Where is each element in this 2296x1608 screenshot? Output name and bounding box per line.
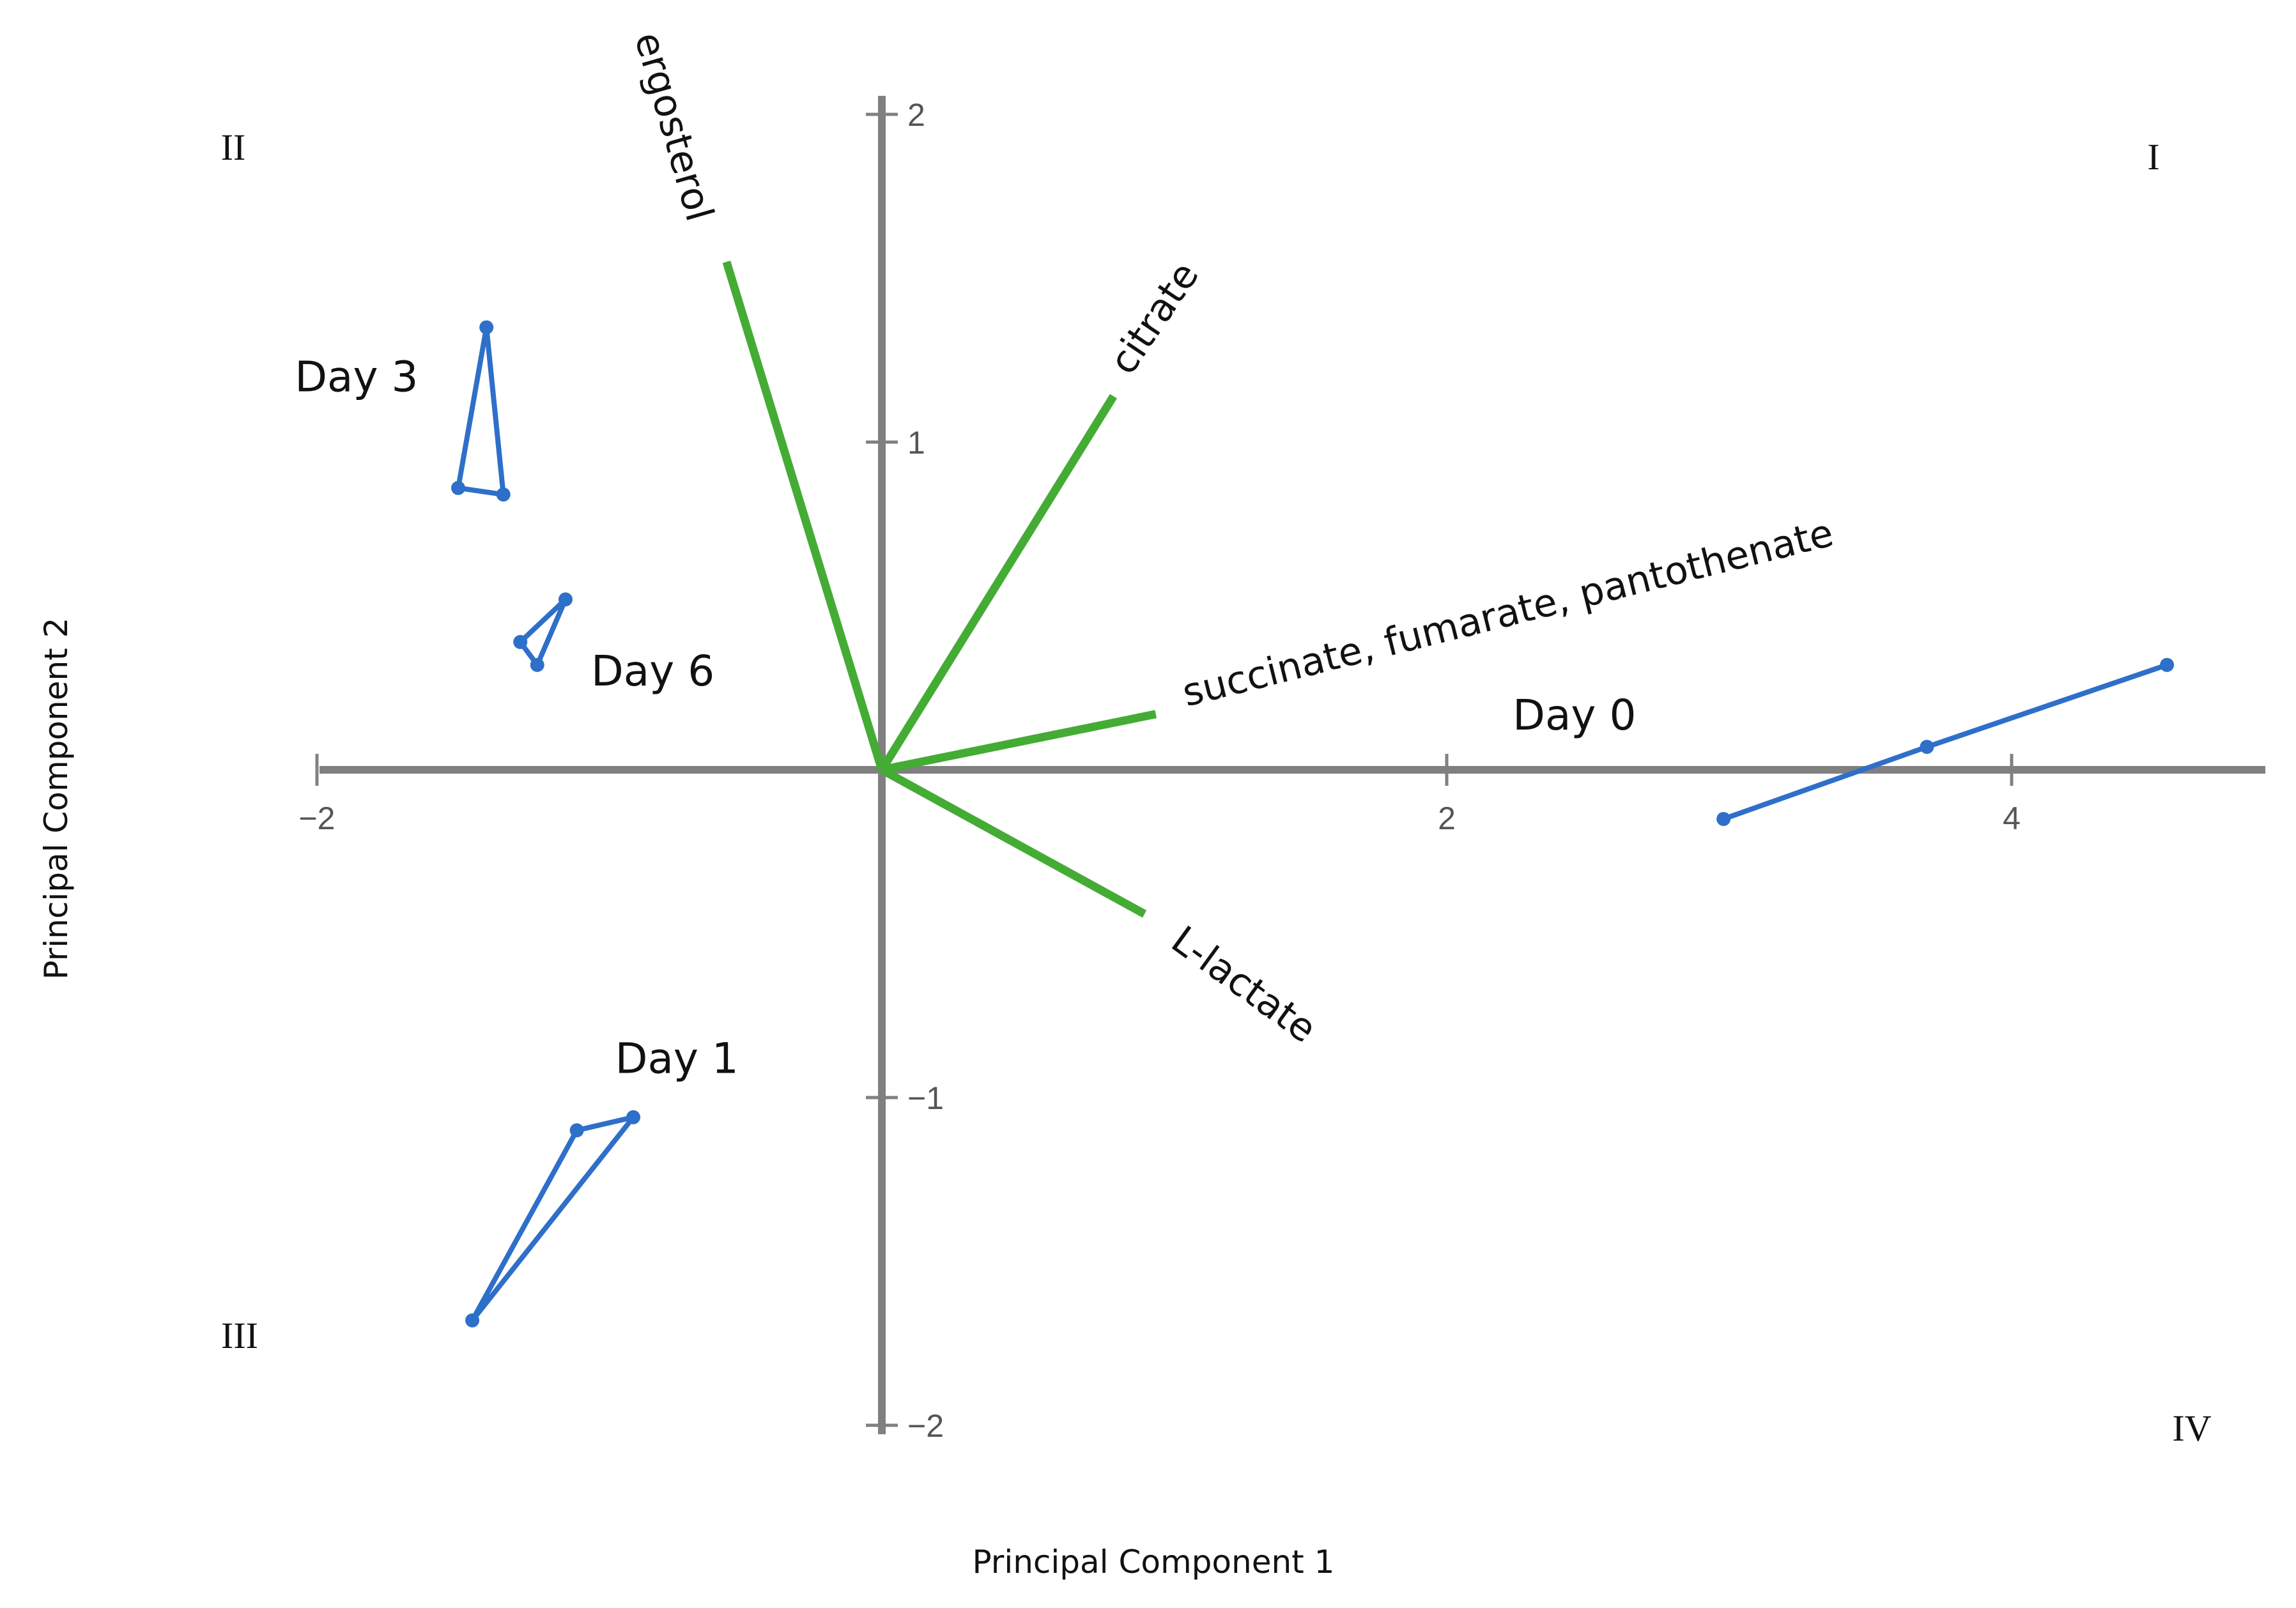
y-tick-label: −2 [907,1408,944,1444]
loading-label-l-lactate: L-lactate [1163,917,1324,1052]
quadrant-label-ii: II [221,126,246,168]
quadrant-label-iv: IV [2172,1407,2211,1449]
loading-vector-succinate-fumarate-pantothenate [881,710,1157,774]
data-point-day-1 [626,1110,641,1124]
y-tick-label: 2 [907,97,925,133]
loading-label-ergosterol: ergosterol [626,27,722,226]
group-label-day-6: Day 6 [591,647,714,696]
group-outline-day-0 [1722,662,2168,822]
y-tick-label: −1 [907,1080,944,1116]
quadrant-label-i: I [2147,136,2159,178]
x-axis-title: Principal Component 1 [973,1543,1335,1581]
loading-vector-ergosterol [722,260,886,771]
data-point-day-6 [530,657,544,672]
data-point-day-6 [558,592,573,607]
y-axis-title: Principal Component 2 [38,618,75,980]
x-tick-label: 4 [2003,800,2021,836]
data-point-day-3 [479,320,494,335]
data-point-day-1 [465,1313,480,1328]
x-tick-label: 2 [1438,800,1456,836]
data-point-day-0 [1716,811,1731,826]
group-label-day-0: Day 0 [1513,691,1636,740]
data-point-day-0 [2160,657,2175,672]
data-point-day-1 [569,1123,584,1138]
data-point-day-3 [451,480,465,495]
quadrant-label-iii: III [221,1315,258,1356]
y-tick-label: 1 [907,425,925,461]
loading-label-citrate: citrate [1101,254,1208,383]
data-point-day-0 [1920,740,1934,754]
group-label-day-1: Day 1 [615,1034,739,1083]
group-outline-day-3 [456,325,506,498]
group-label-day-3: Day 3 [295,352,418,401]
data-point-day-3 [496,487,511,502]
loading-label-succinate-fumarate-pantothenate: succinate, fumarate, pantothenate [1178,510,1837,716]
x-tick-label: −2 [298,800,335,836]
group-outline-day-6 [518,597,568,668]
loading-vector-l-lactate [879,766,1147,918]
group-outline-day-1 [470,1114,636,1323]
loading-vector-citrate [878,394,1117,772]
data-point-day-6 [513,634,528,649]
